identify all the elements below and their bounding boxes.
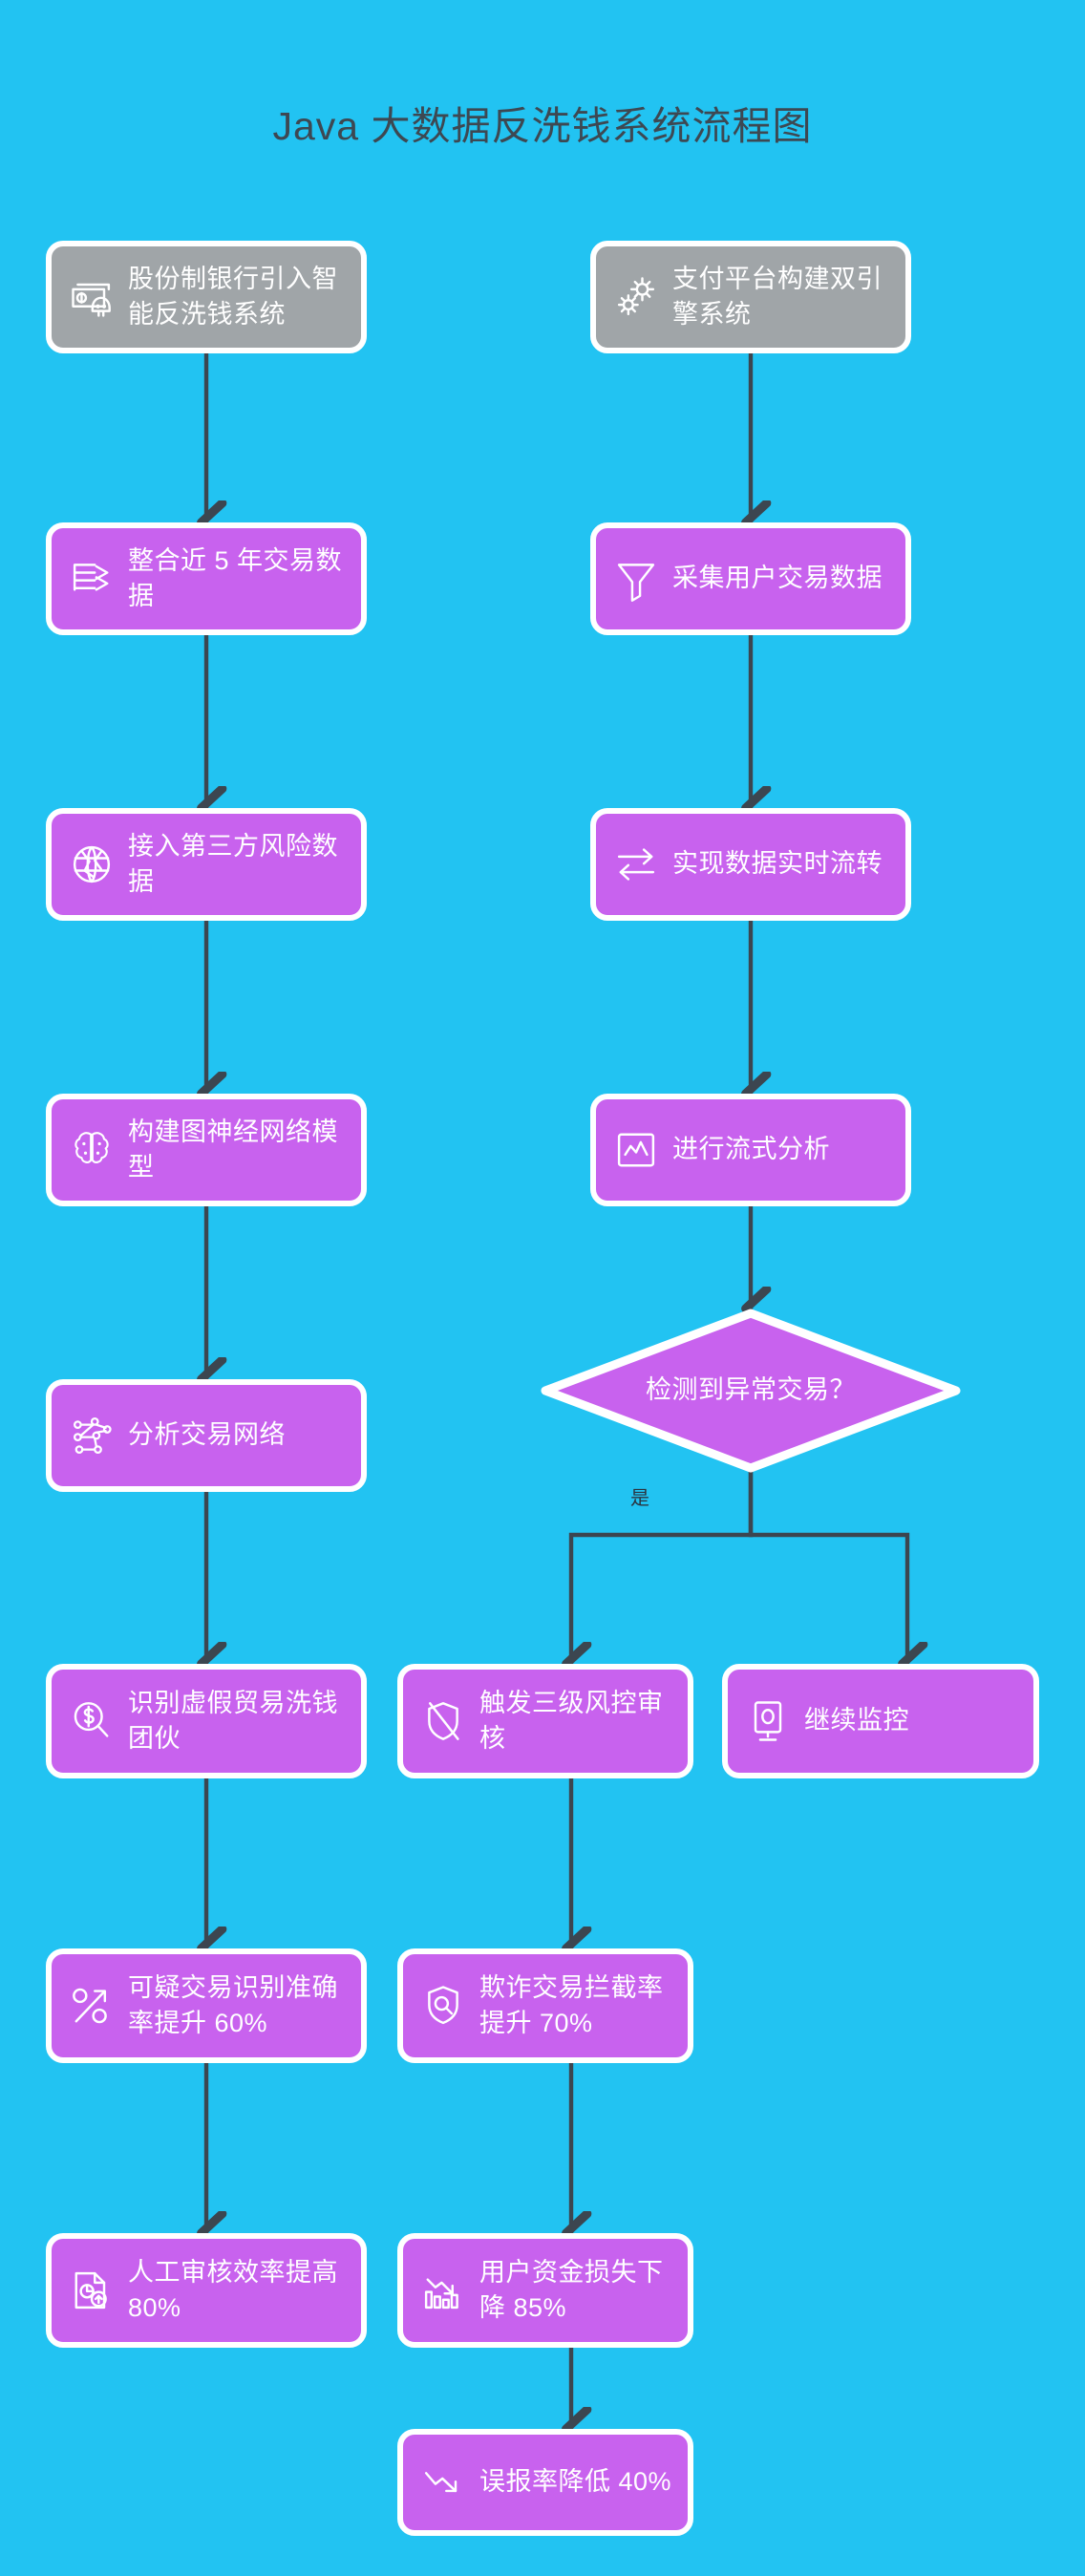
node-label: 可疑交易识别准确率提升 60% (128, 1972, 338, 2037)
node-risk-review[interactable]: 触发三级风控审核 (397, 1664, 693, 1778)
bar-decline-icon (416, 2264, 470, 2317)
node-intercept-up[interactable]: 欺诈交易拦截率提升 70% (397, 1948, 693, 2063)
node-decision[interactable]: 检测到异常交易？ (541, 1309, 961, 1473)
node-label: 整合近 5 年交易数据 (128, 545, 343, 610)
node-label: 触发三级风控审核 (479, 1688, 664, 1753)
doc-arrow-up-icon (65, 2264, 118, 2317)
gears-icon (609, 270, 663, 324)
node-merge-data[interactable]: 整合近 5 年交易数据 (46, 522, 367, 635)
node-label: 欺诈交易拦截率提升 70% (479, 1972, 664, 2037)
globe-icon (65, 838, 118, 891)
node-collect-data[interactable]: 采集用户交易数据 (590, 522, 911, 635)
node-label: 采集用户交易数据 (672, 564, 883, 593)
data-merge-icon (65, 552, 118, 606)
node-label: 人工审核效率提高 80% (128, 2257, 338, 2322)
node-realtime-flow[interactable]: 实现数据实时流转 (590, 808, 911, 921)
node-keep-monitor[interactable]: 继续监控 (722, 1664, 1039, 1778)
node-pay-start[interactable]: 支付平台构建双引擎系统 (590, 241, 911, 353)
page-title: Java 大数据反洗钱系统流程图 (272, 104, 813, 148)
edge-label-yes: 是 (630, 1488, 649, 1509)
node-label: 继续监控 (804, 1706, 909, 1735)
node-stream-analysis[interactable]: 进行流式分析 (590, 1094, 911, 1206)
node-analyze-network[interactable]: 分析交易网络 (46, 1379, 367, 1492)
brain-icon (65, 1123, 118, 1177)
node-loss-down[interactable]: 用户资金损失下降 85% (397, 2233, 693, 2348)
node-label: 接入第三方风险数据 (128, 831, 338, 896)
money-skull-icon (65, 270, 118, 324)
node-label: 支付平台构建双引擎系统 (672, 264, 883, 329)
node-fake-trade[interactable]: 识别虚假贸易洗钱团伙 (46, 1664, 367, 1778)
node-label: 误报率降低 40% (479, 2467, 672, 2497)
monitor-icon (741, 1694, 795, 1748)
node-label: 检测到异常交易？ (646, 1375, 856, 1405)
node-false-alarm[interactable]: 误报率降低 40% (397, 2429, 693, 2536)
dollar-search-icon (65, 1694, 118, 1748)
node-label: 股份制银行引入智能反洗钱系统 (128, 264, 338, 329)
trend-down-icon (416, 2456, 470, 2509)
network-nodes-icon (65, 1409, 118, 1462)
node-label: 用户资金损失下降 85% (479, 2257, 664, 2322)
node-manual-eff[interactable]: 人工审核效率提高 80% (46, 2233, 367, 2348)
shield-slash-icon (416, 1694, 470, 1748)
node-label: 识别虚假贸易洗钱团伙 (128, 1688, 338, 1753)
line-chart-icon (609, 1123, 663, 1177)
funnel-icon (609, 552, 663, 606)
diamond-shape (541, 1309, 961, 1473)
exchange-arrows-icon (609, 838, 663, 891)
node-bank-start[interactable]: 股份制银行引入智能反洗钱系统 (46, 241, 367, 353)
node-label: 进行流式分析 (672, 1135, 830, 1164)
node-label: 实现数据实时流转 (672, 849, 883, 879)
node-accuracy-up[interactable]: 可疑交易识别准确率提升 60% (46, 1948, 367, 2063)
percent-rise-icon (65, 1979, 118, 2033)
node-label: 构建图神经网络模型 (128, 1117, 338, 1182)
node-gnn-model[interactable]: 构建图神经网络模型 (46, 1094, 367, 1206)
node-label: 分析交易网络 (128, 1420, 286, 1450)
shield-search-icon (416, 1979, 470, 2033)
node-third-party[interactable]: 接入第三方风险数据 (46, 808, 367, 921)
